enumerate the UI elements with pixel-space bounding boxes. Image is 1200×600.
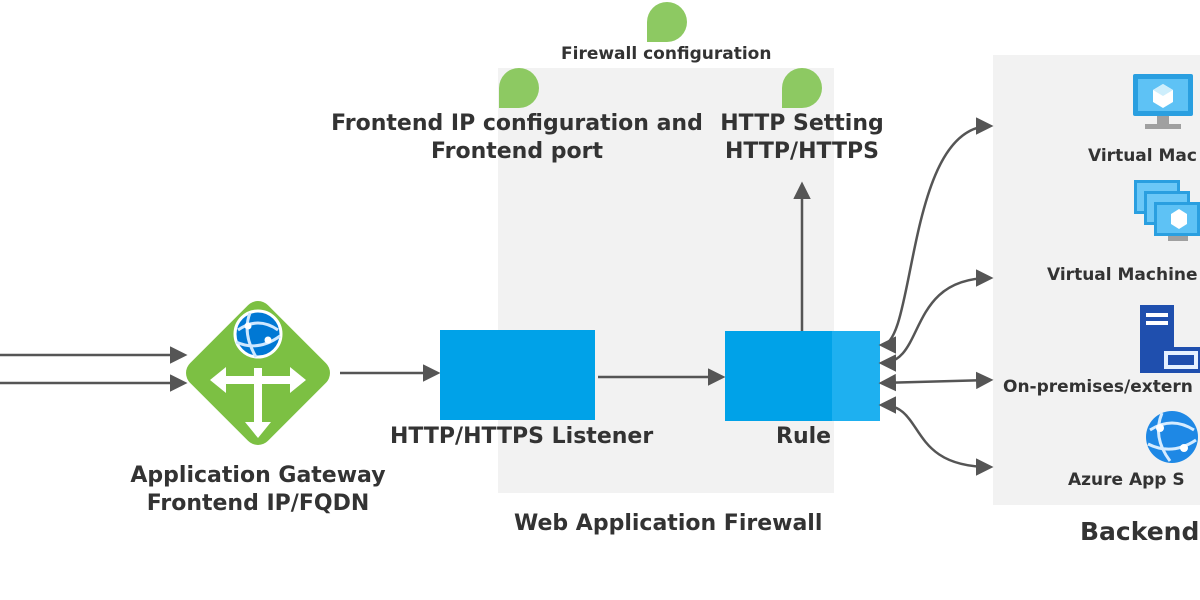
listener-label: HTTP/HTTPS Listener [390,424,654,449]
app-service-icon [1146,411,1198,463]
backend-vmss-label: Virtual Machine [1047,265,1198,285]
frontend-ip-label: Frontend IP configuration and Frontend p… [330,110,704,165]
waf-label: Web Application Firewall [514,511,823,536]
frontend-ip-label-line2: Frontend port [431,138,603,164]
backend-onprem-label: On-premises/extern [1003,377,1193,397]
gateway-label-line1: Application Gateway [130,463,386,488]
http-setting-label: HTTP Setting HTTP/HTTPS [712,110,892,165]
frontend-ip-label-line1: Frontend IP configuration and [331,111,703,136]
config-marker-icon [499,68,539,108]
http-setting-label-line2: HTTP/HTTPS [725,138,879,164]
rule-to-vmss-arrow [878,269,994,372]
application-gateway-icon [186,301,330,445]
config-marker-icon [782,68,822,108]
rule-to-appservice-arrow [878,396,994,476]
http-setting-label-line1: HTTP Setting [720,111,884,136]
firewall-config-label: Firewall configuration [561,44,772,64]
backend-appservice-label: Azure App S [1068,470,1185,490]
listener-block [440,330,595,420]
config-marker-icon [647,2,687,42]
rule-label: Rule [776,424,832,449]
virtual-machine-scale-set-icon [1134,180,1200,241]
rule-to-onprem-arrow [878,371,994,392]
rule-block-right [832,331,880,421]
backend-title: Backend [1080,517,1200,546]
gateway-label: Application Gateway Frontend IP/FQDN [118,462,398,517]
rule-to-vm-arrow [878,117,994,354]
backend-vm-label: Virtual Mac [1088,146,1197,166]
on-premises-server-icon [1140,305,1200,373]
gateway-label-line2: Frontend IP/FQDN [146,490,370,516]
waf-panel [498,68,834,493]
virtual-machine-icon [1133,74,1193,129]
